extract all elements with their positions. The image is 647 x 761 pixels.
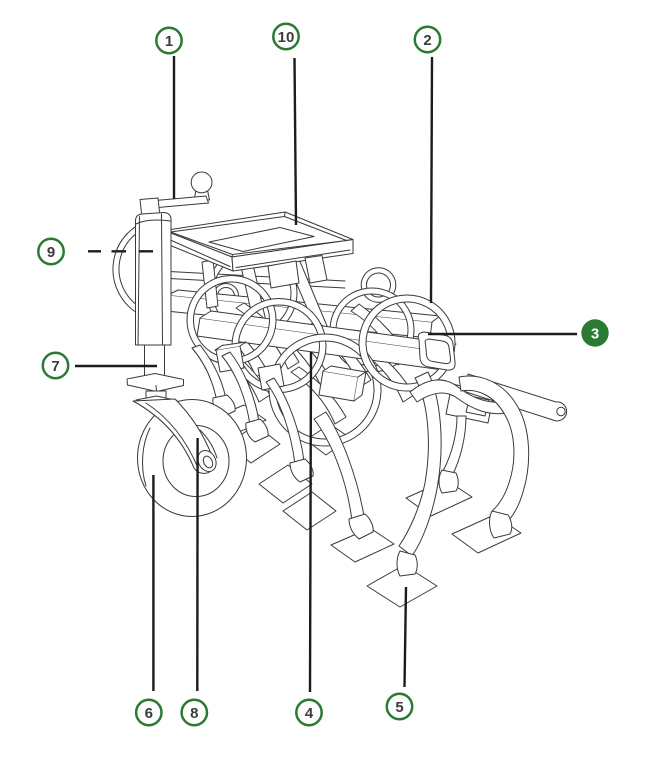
svg-text:9: 9 [47,244,55,261]
svg-text:1: 1 [165,33,173,50]
svg-text:2: 2 [423,32,431,49]
svg-text:3: 3 [591,325,599,342]
svg-text:5: 5 [395,699,403,716]
svg-text:8: 8 [190,705,198,722]
svg-text:7: 7 [51,358,59,375]
svg-text:6: 6 [145,705,153,722]
svg-text:10: 10 [278,29,295,46]
svg-text:4: 4 [305,705,314,722]
